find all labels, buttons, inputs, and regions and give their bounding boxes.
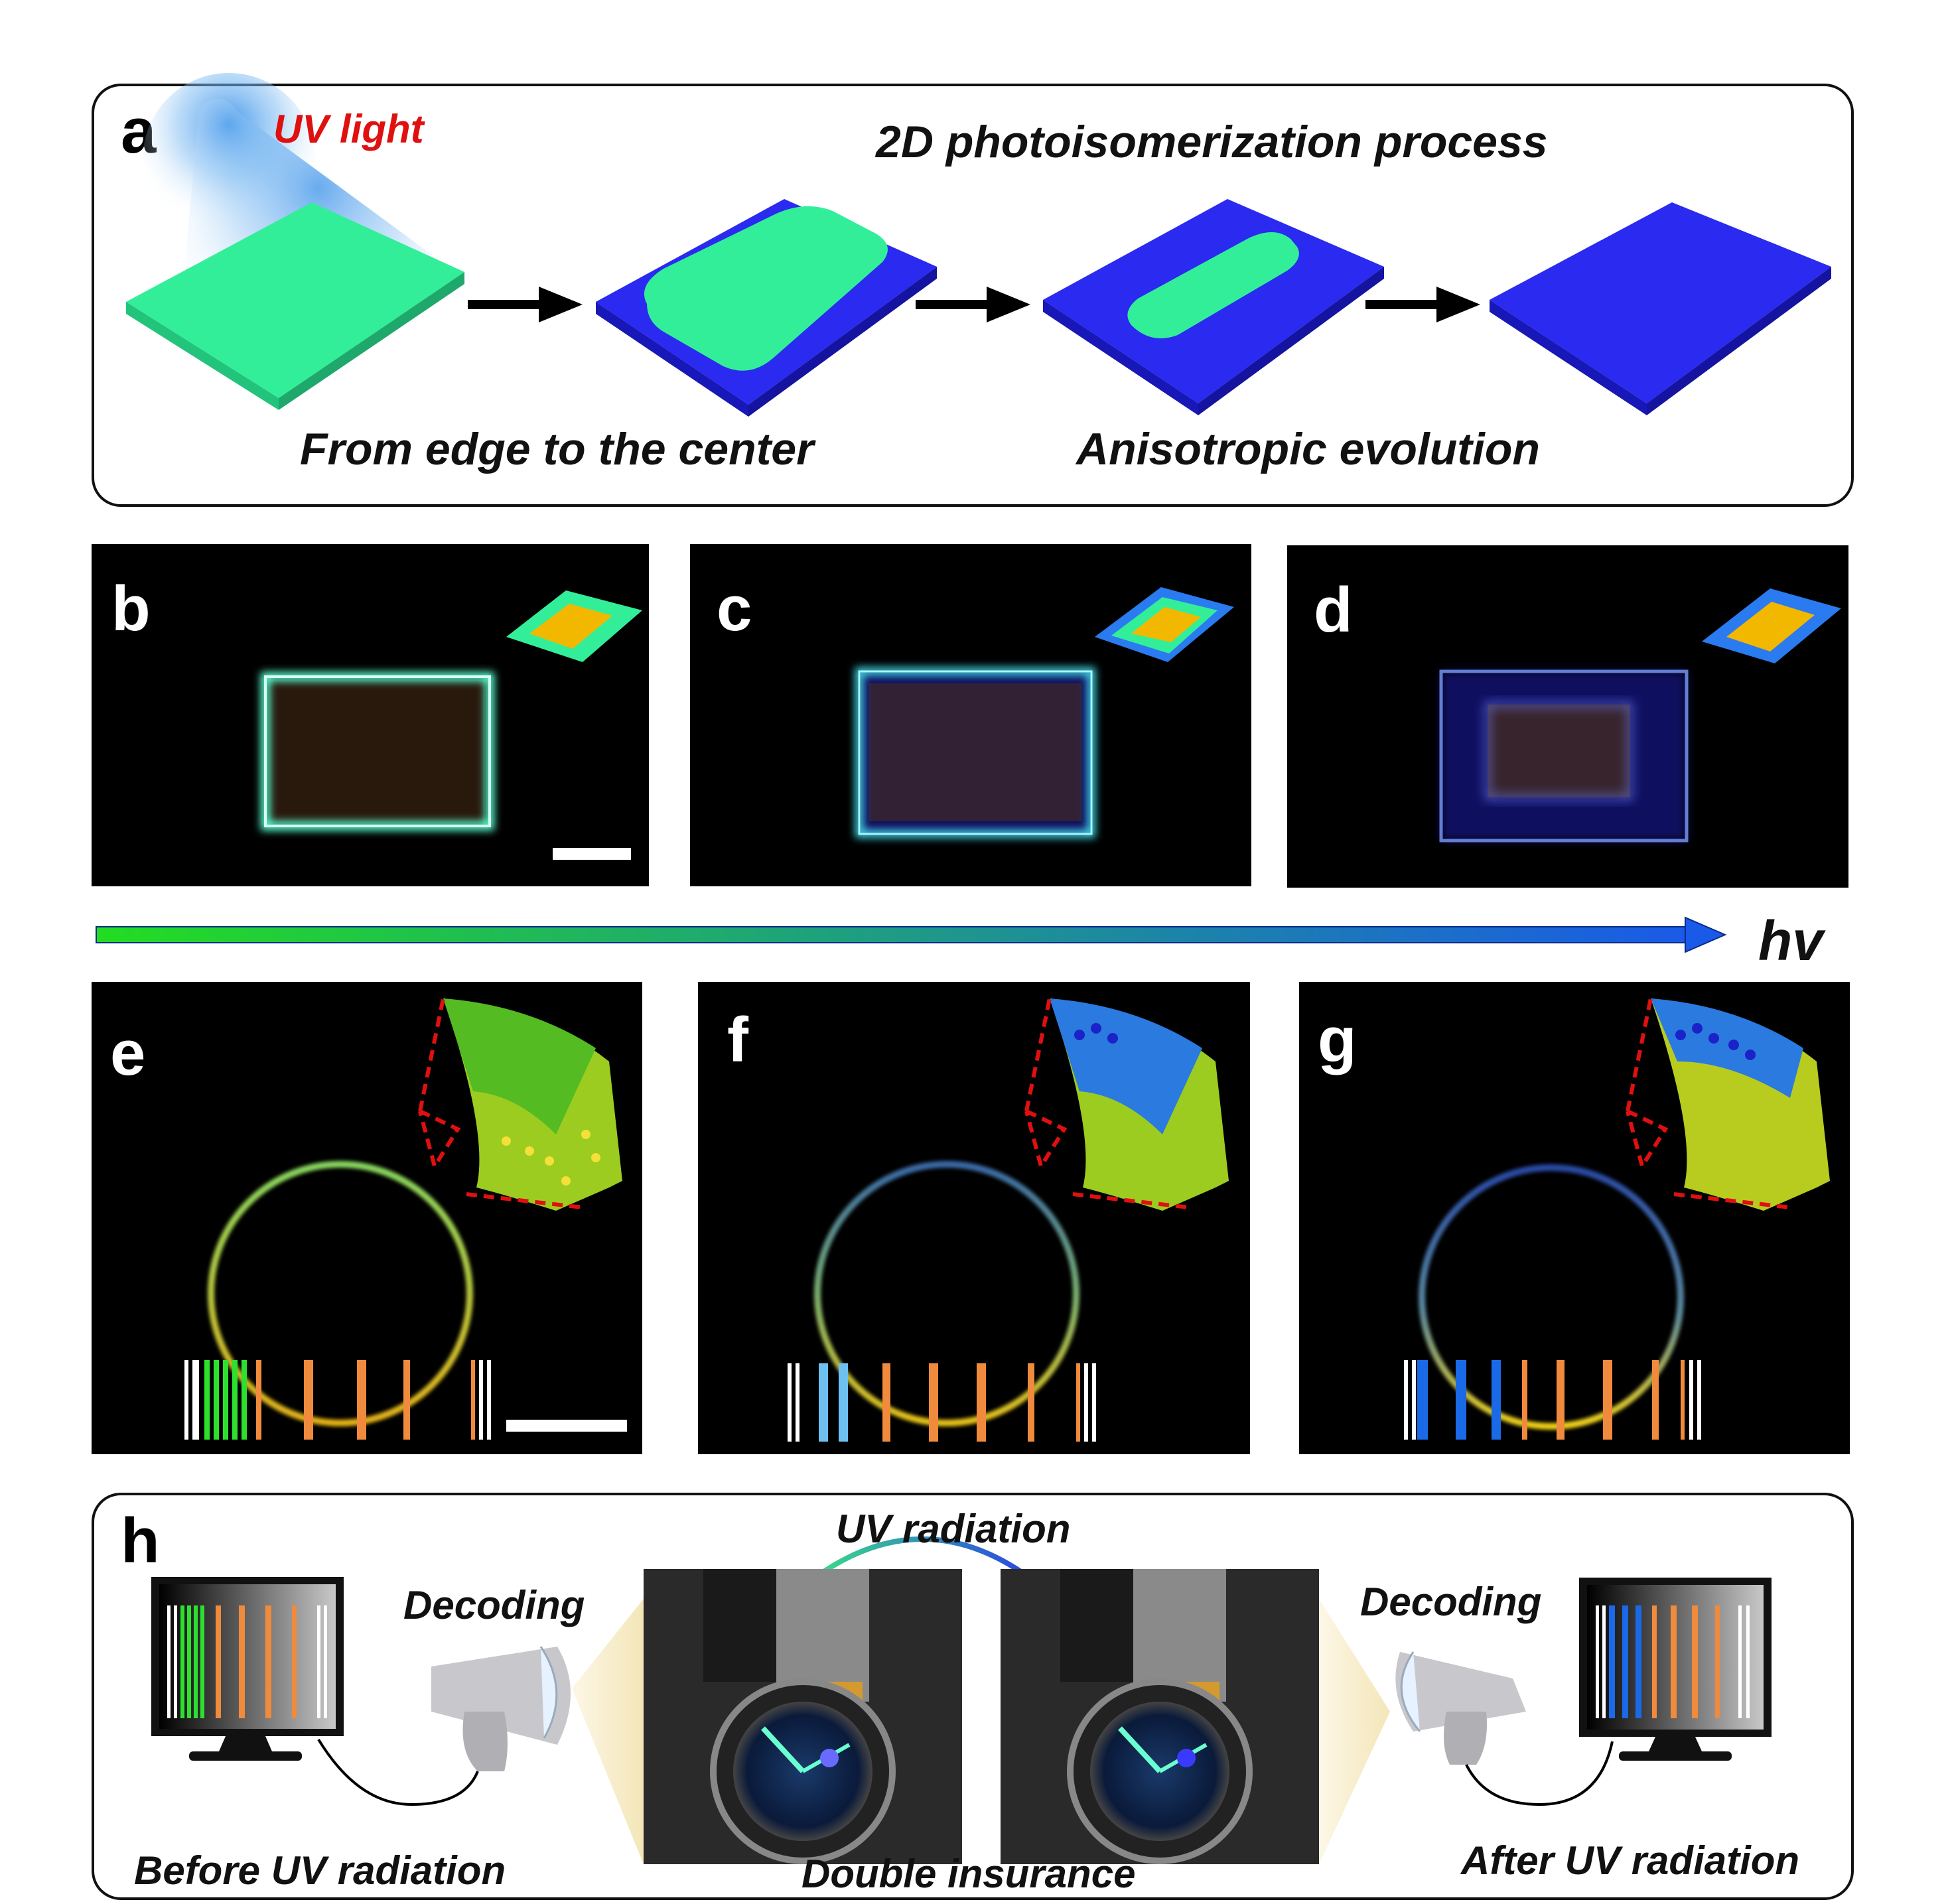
uv-radiation-arc (821, 1536, 1024, 1575)
panel-d: d (1287, 545, 1848, 888)
double-insurance-label: Double insurance (801, 1852, 1136, 1896)
panel-b-image (261, 590, 642, 860)
decoding-left-label: Decoding (403, 1583, 585, 1627)
inset-plate-d (1702, 588, 1841, 663)
before-uv-label: Before UV radiation (134, 1848, 506, 1893)
panel-g-image (1404, 998, 1830, 1440)
decoding-right-label: Decoding (1360, 1580, 1542, 1624)
panel-f-letter: f (727, 1004, 748, 1075)
monitor-right (1579, 1578, 1772, 1761)
inset-plate-c (1095, 587, 1234, 662)
panel-d-letter: d (1314, 575, 1353, 646)
uv-light-label: UV light (273, 107, 424, 151)
panel-c-image (855, 587, 1234, 838)
watch-photo-1 (644, 1569, 962, 1864)
scale-bar-e (506, 1420, 627, 1432)
scale-bar-b (553, 848, 631, 860)
panel-b-letter: b (111, 573, 151, 644)
inset-plate-b (506, 590, 642, 662)
watch-photo-2 (1001, 1569, 1319, 1864)
panel-c: c (690, 544, 1251, 886)
barcode-g (1404, 1360, 1701, 1440)
plate-2-blue-large-green (596, 199, 937, 417)
plate-1-green (126, 202, 464, 410)
panel-e-letter: e (110, 1018, 146, 1089)
panel-a-caption-right: Anisotropic evolution (1076, 424, 1540, 474)
plate-3-blue-small-green (1043, 199, 1384, 415)
panel-g: g (1299, 982, 1850, 1454)
panel-h-letter: h (121, 1505, 160, 1576)
hv-label: hv (1758, 910, 1824, 972)
after-uv-label: After UV radiation (1461, 1838, 1800, 1883)
panel-b: b (92, 544, 649, 886)
panel-d-image (1439, 588, 1841, 843)
process-arrow-2 (916, 287, 1030, 322)
beam-fan-right (1319, 1599, 1390, 1864)
zoom-inset-g (1626, 998, 1830, 1211)
panel-f: f (698, 982, 1250, 1454)
zoom-inset-f (1024, 998, 1229, 1211)
barcode-e (184, 1360, 491, 1440)
process-arrow-1 (468, 287, 583, 322)
panel-c-letter: c (717, 573, 752, 644)
uv-radiation-label: UV radiation (836, 1507, 1071, 1551)
panel-e-image (184, 998, 627, 1440)
monitor-left (151, 1577, 344, 1761)
panel-a-caption-left: From edge to the center (300, 424, 814, 474)
beam-fan-left (572, 1599, 644, 1864)
panel-h-illustration (151, 1536, 1772, 1864)
cable-right (1465, 1741, 1614, 1806)
panel-f-image (788, 998, 1229, 1442)
plate-4-blue (1490, 202, 1831, 415)
panel-g-letter: g (1318, 1004, 1357, 1075)
panel-a-illustration (126, 73, 1831, 417)
process-arrow-3 (1365, 287, 1480, 322)
panel-e: e (92, 982, 642, 1454)
scanner-right (1395, 1651, 1526, 1765)
hv-gradient-arrow (96, 916, 1727, 953)
panel-h-frame (92, 1493, 1854, 1900)
panel-a-title: 2D photoisomerization process (876, 117, 1548, 167)
scanner-left (431, 1646, 571, 1771)
cable-left (317, 1738, 479, 1806)
zoom-inset-e (418, 998, 622, 1211)
barcode-f (788, 1363, 1096, 1442)
